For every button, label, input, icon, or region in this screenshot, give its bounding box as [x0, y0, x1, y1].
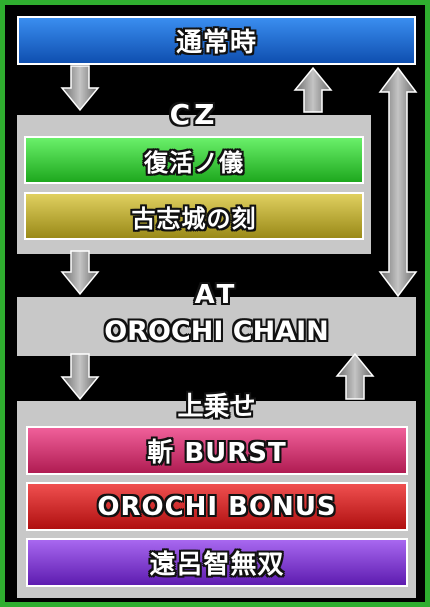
uwanose-item-zan-burst-label: 斬 BURST — [147, 438, 287, 468]
normal-state-box: 通常時 — [17, 16, 416, 65]
at-title: AT — [194, 280, 239, 310]
arrow-normal-to-cz — [60, 65, 100, 112]
uwanose-title: 上乗せ — [177, 392, 256, 422]
cz-item-fukkatsu-label: 復活ノ儀 — [144, 148, 244, 177]
arrow-uwanose-to-at — [335, 352, 375, 400]
uwanose-item-orochi-bonus: OROCHI BONUS — [26, 482, 408, 531]
arrow-cz-to-normal — [293, 66, 333, 113]
arrow-at-to-uwanose — [60, 353, 100, 401]
cz-title: CZ — [169, 98, 219, 131]
normal-state-label: 通常時 — [175, 28, 257, 58]
cz-item-koshijo-label: 古志城の刻 — [131, 204, 257, 233]
at-panel — [17, 297, 416, 356]
cz-item-koshijo: 古志城の刻 — [24, 192, 364, 240]
arrow-normal-at-double — [378, 66, 418, 298]
uwanose-item-musou-label: 遠呂智無双 — [149, 550, 285, 580]
at-name: OROCHI CHAIN — [104, 316, 329, 347]
uwanose-item-musou: 遠呂智無双 — [26, 538, 408, 587]
arrow-cz-to-at — [60, 250, 100, 296]
uwanose-item-orochi-bonus-label: OROCHI BONUS — [97, 491, 337, 522]
uwanose-item-zan-burst: 斬 BURST — [26, 426, 408, 475]
cz-item-fukkatsu: 復活ノ儀 — [24, 136, 364, 184]
